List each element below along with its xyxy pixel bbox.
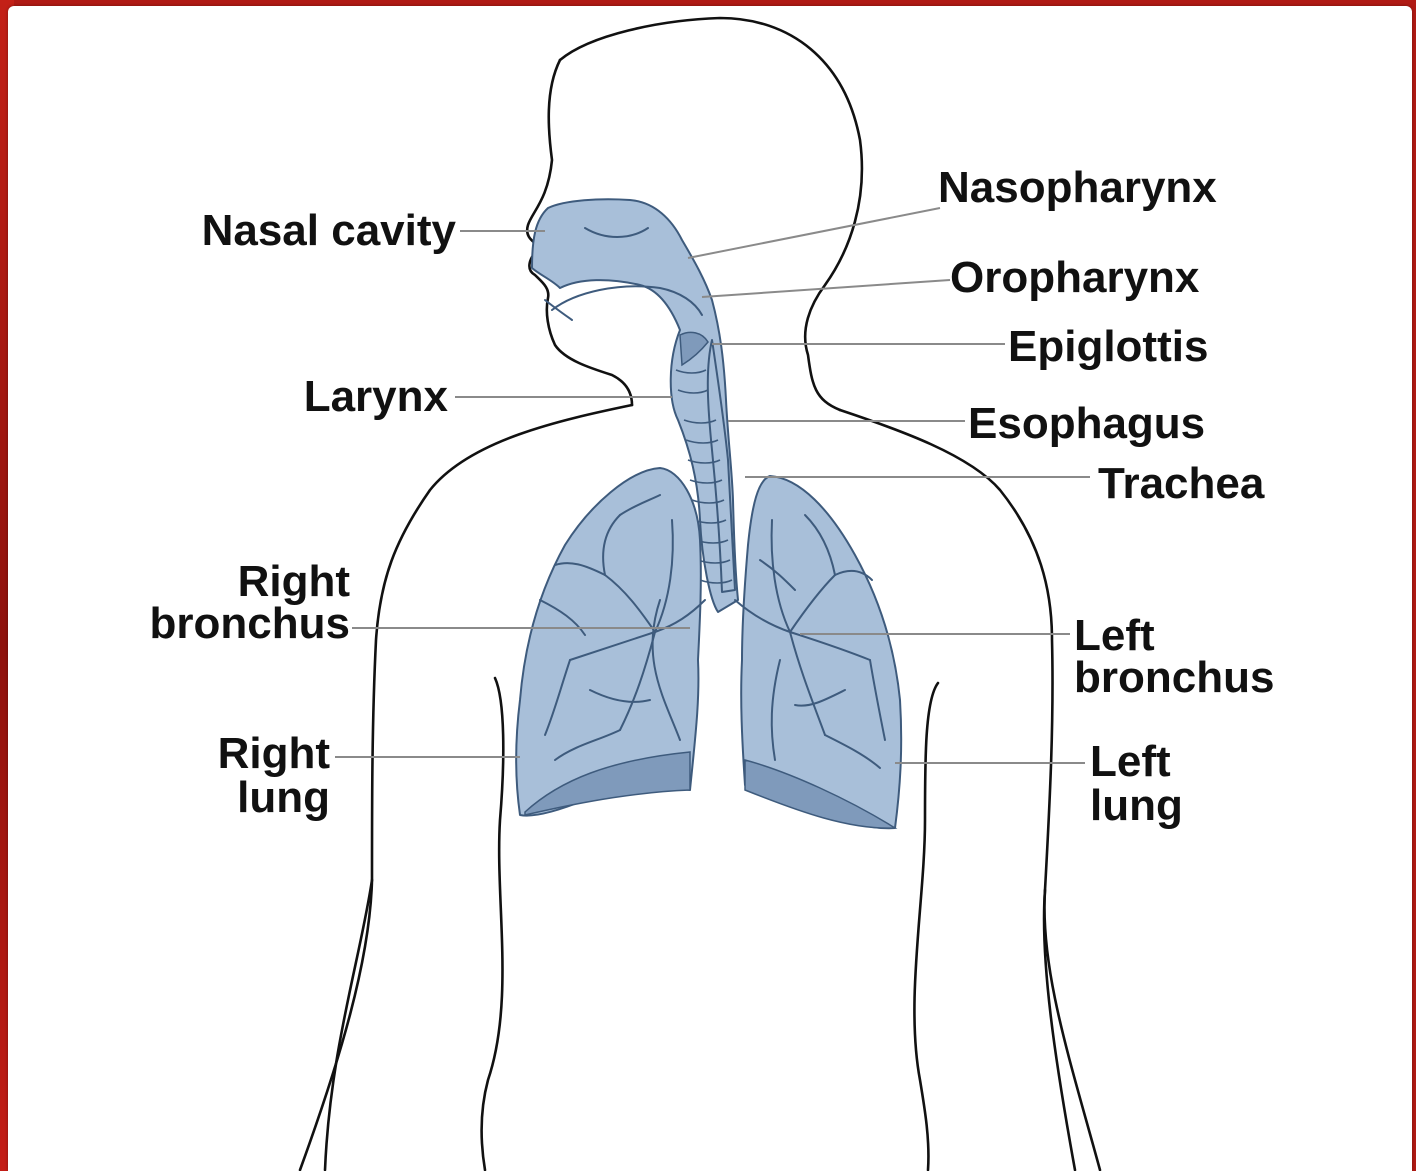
label-right-lung-line1: Right: [218, 729, 331, 778]
left-arm-inner: [482, 678, 504, 1170]
label-esophagus: Esophagus: [968, 399, 1205, 448]
label-left-lung-line2: lung: [1090, 781, 1183, 830]
right-arm-inner: [914, 683, 938, 1170]
label-trachea: Trachea: [1098, 459, 1265, 508]
label-left-lung-line1: Left: [1090, 737, 1171, 786]
label-nasopharynx: Nasopharynx: [938, 163, 1217, 212]
tongue-line: [545, 300, 572, 320]
label-oropharynx: Oropharynx: [950, 253, 1200, 302]
label-left-bronchus-line2: bronchus: [1074, 653, 1274, 702]
label-nasal-cavity: Nasal cavity: [202, 206, 457, 255]
leader-nasopharynx: [688, 208, 940, 258]
label-epiglottis: Epiglottis: [1008, 322, 1208, 371]
label-right-bronchus-line2: bronchus: [150, 599, 350, 648]
right-arm-outer: [1044, 890, 1075, 1170]
label-larynx: Larynx: [304, 372, 449, 421]
label-right-lung-line2: lung: [237, 773, 330, 822]
